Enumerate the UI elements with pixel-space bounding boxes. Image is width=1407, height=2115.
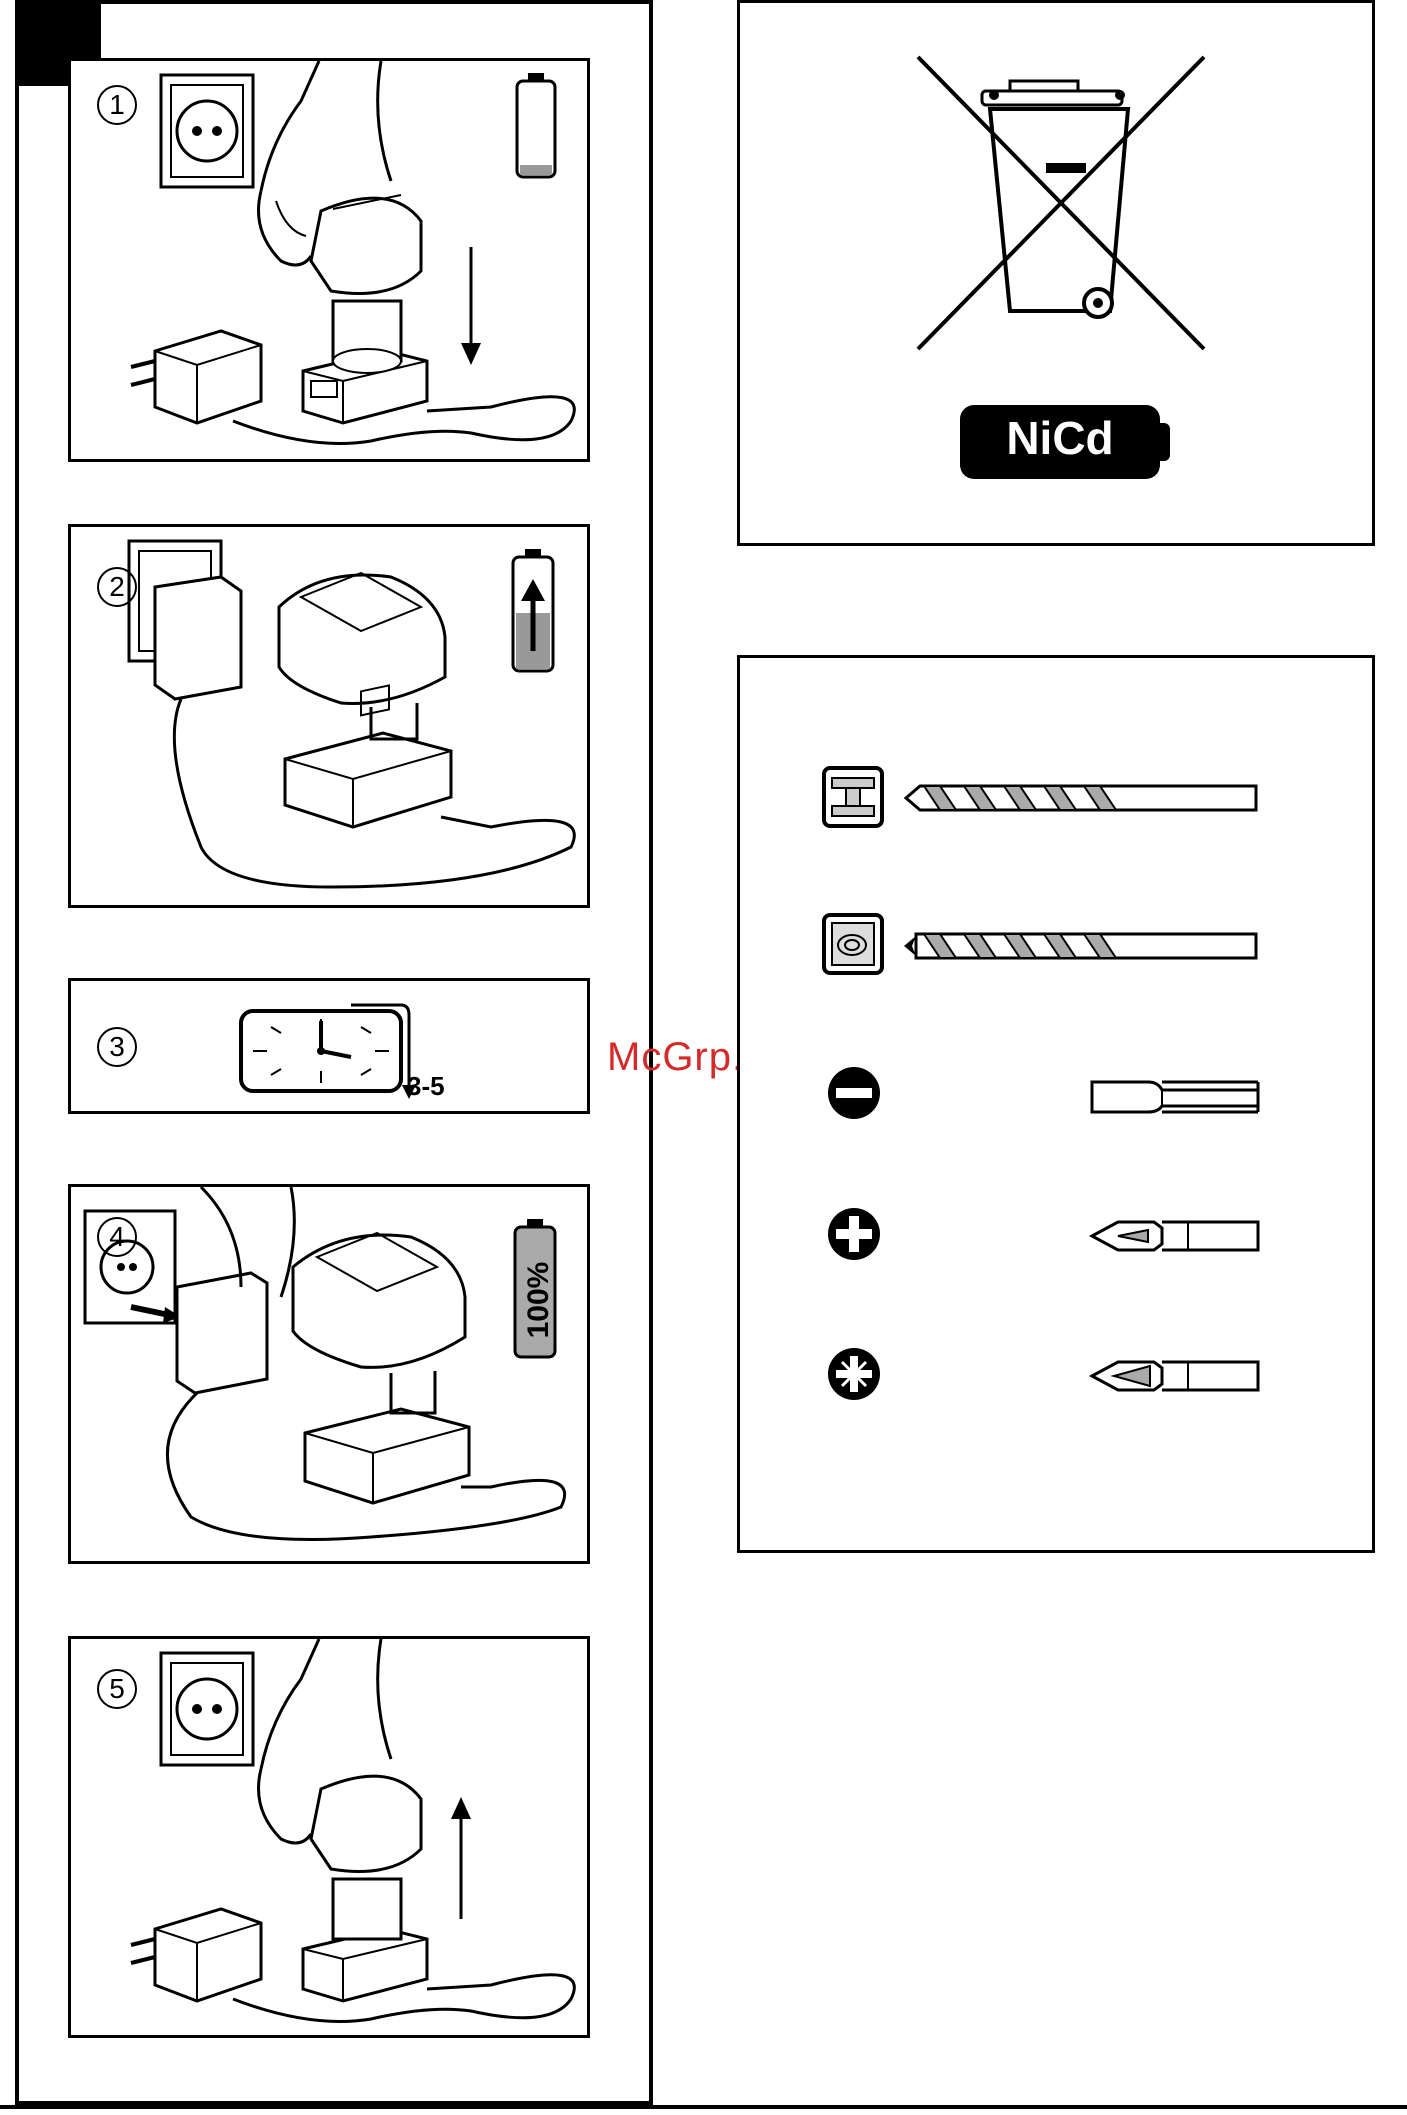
wall-outlet-icon	[161, 1653, 253, 1765]
step-2-illustration	[71, 527, 591, 907]
crossed-out-bin-icon	[900, 53, 1220, 373]
pozidriv-screwdriver-bit	[1088, 1356, 1268, 1396]
wood-material-icon	[822, 913, 886, 977]
step-4-illustration	[71, 1187, 591, 1563]
wall-outlet-icon	[161, 75, 253, 187]
step-1-panel: 1	[68, 58, 590, 462]
nicd-label: NiCd	[960, 411, 1160, 465]
step-1-illustration	[71, 61, 591, 461]
step-2-panel: 2	[68, 524, 590, 908]
step-5-illustration	[71, 1639, 591, 2037]
step-5-panel: 5	[68, 1636, 590, 2038]
slotted-screwdriver-bit	[1088, 1076, 1268, 1116]
step-3-number: 3	[97, 1027, 137, 1067]
disposal-panel: NiCd	[737, 0, 1375, 546]
full-charge-badge: 100%	[522, 1250, 556, 1350]
battery-charging-icon	[513, 549, 553, 671]
phillips-screw-icon	[826, 1206, 886, 1266]
battery-low-icon	[517, 73, 555, 177]
tool-selection-panel	[737, 655, 1375, 1553]
bottom-rule	[0, 2105, 1407, 2109]
step-4-panel: 4 100%	[68, 1184, 590, 1564]
wood-drill-bit	[900, 926, 1260, 966]
pozidriv-screw-icon	[826, 1346, 886, 1406]
phillips-screwdriver-bit	[1088, 1216, 1268, 1256]
twist-drill-bit	[900, 778, 1260, 818]
slotted-screw-icon	[826, 1065, 886, 1125]
metal-material-icon	[822, 766, 886, 830]
step-3-panel: 3 3-5	[68, 978, 590, 1114]
charge-time-label: 3-5	[407, 1071, 445, 1102]
